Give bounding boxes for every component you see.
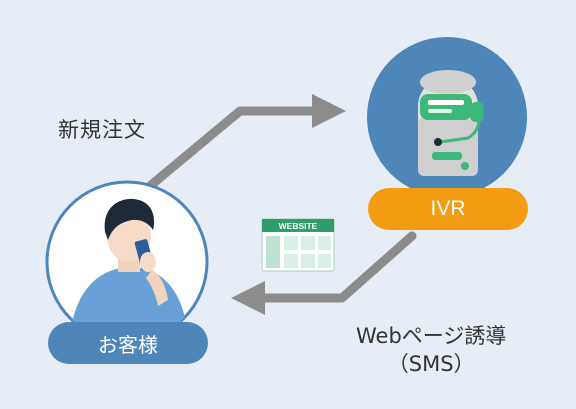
customer-node bbox=[45, 180, 209, 344]
web-guide-label: Webページ誘導 （SMS） bbox=[356, 322, 506, 379]
ivr-label: IVR bbox=[368, 188, 528, 230]
website-badge-text: WEBSITE bbox=[279, 221, 318, 231]
web-guide-line1: Webページ誘導 bbox=[356, 324, 507, 348]
ivr-node bbox=[367, 37, 527, 197]
new-order-label: 新規注文 bbox=[58, 118, 146, 142]
web-guide-arrow bbox=[231, 231, 417, 315]
web-guide-line2: （SMS） bbox=[387, 352, 475, 377]
robot-icon bbox=[418, 70, 484, 176]
customer-label: お客様 bbox=[48, 322, 208, 364]
order-arrow bbox=[145, 94, 346, 191]
website-icon: WEBSITE bbox=[261, 218, 335, 272]
